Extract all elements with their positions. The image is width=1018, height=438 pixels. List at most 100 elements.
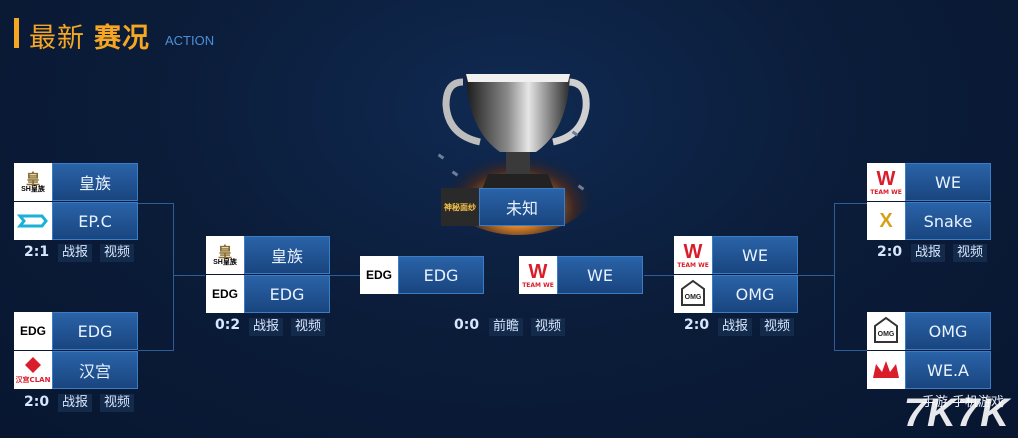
right-r1-m2-team1[interactable]: OMG OMG xyxy=(867,312,991,350)
section-title-part2: 赛况 xyxy=(94,23,150,54)
right-r1-m1-team2[interactable]: X Snake xyxy=(867,202,991,240)
crown-icon xyxy=(873,361,899,378)
bracket-line xyxy=(138,203,174,204)
match-score: 2:1 xyxy=(24,244,50,260)
edg-logo-text: EDG xyxy=(19,324,46,338)
bracket-line xyxy=(834,203,867,204)
watermark-logo: 7K7K xyxy=(903,391,1010,435)
sh-logo: 皇 SH皇族 xyxy=(206,236,244,274)
mystery-logo: 神秘面纱 xyxy=(441,188,479,226)
team-name: WE.A xyxy=(905,351,991,389)
report-button[interactable]: 战报 xyxy=(58,244,93,262)
team-name: 汉宫 xyxy=(52,351,138,389)
left-r2-team1[interactable]: 皇 SH皇族 皇族 xyxy=(206,236,330,274)
team-name: OMG xyxy=(712,275,798,313)
left-r1-m2-team2[interactable]: 汉宫CLAN 汉宫 xyxy=(14,351,138,389)
omg-logo-text: OMG xyxy=(685,294,702,301)
we-logo-text: TEAM WE xyxy=(522,281,554,289)
we-logo-mark: W xyxy=(876,167,896,190)
omg-logo-icon: OMG xyxy=(874,316,898,343)
team-name: EDG xyxy=(52,312,138,350)
final-team-right[interactable]: W TEAM WE WE xyxy=(519,256,643,294)
left-r1-m2-team1[interactable]: EDG EDG xyxy=(14,312,138,350)
team-name: WE xyxy=(557,256,643,294)
omg-logo-text: OMG xyxy=(878,331,895,338)
epc-logo-icon xyxy=(16,214,48,228)
bracket-line xyxy=(644,275,674,276)
right-r2-team2[interactable]: OMG OMG xyxy=(674,275,798,313)
final-team-left[interactable]: EDG EDG xyxy=(360,256,484,294)
bracket-line xyxy=(798,275,834,276)
right-r1-m2-team2[interactable]: WE.A xyxy=(867,351,991,389)
match-score: 2:0 xyxy=(24,394,50,410)
team-name: OMG xyxy=(905,312,991,350)
hangong-logo-icon xyxy=(25,357,41,373)
match-score: 0:2 xyxy=(215,317,241,333)
section-title-part1: 最新 xyxy=(29,23,85,54)
we-logo-mark: W xyxy=(528,260,548,283)
bracket-line xyxy=(834,203,835,351)
bracket-line xyxy=(834,350,867,351)
final-winner-name: 未知 xyxy=(479,188,565,226)
we-logo: W TEAM WE xyxy=(867,163,905,201)
final-winner-slot[interactable]: 神秘面纱 未知 xyxy=(441,188,565,226)
right-r2-team1[interactable]: W TEAM WE WE xyxy=(674,236,798,274)
final-score: 0:0 xyxy=(454,317,480,333)
we-logo-text: TEAM WE xyxy=(870,188,902,196)
video-button[interactable]: 视频 xyxy=(100,394,135,412)
team-name: EDG xyxy=(398,256,484,294)
bracket-line xyxy=(138,350,174,351)
team-name: 皇族 xyxy=(244,236,330,274)
left-r1-m1-team1[interactable]: 皇 SH皇族 皇族 xyxy=(14,163,138,201)
final-preview-button[interactable]: 前瞻 xyxy=(489,318,524,336)
omg-logo-icon: OMG xyxy=(681,279,705,306)
watermark-subtitle: 手游 手机游戏 xyxy=(921,395,1004,410)
we-logo: W TEAM WE xyxy=(519,256,557,294)
final-video-button[interactable]: 视频 xyxy=(531,318,566,336)
we-logo-mark: W xyxy=(683,240,703,263)
video-button[interactable]: 视频 xyxy=(953,244,988,262)
left-r1-m1-team2[interactable]: EP.C xyxy=(14,202,138,240)
omg-logo: OMG xyxy=(674,275,712,313)
team-name: EP.C xyxy=(52,202,138,240)
epc-logo xyxy=(14,202,52,240)
title-accent-bar xyxy=(14,18,19,48)
section-title-en: ACTION xyxy=(165,33,215,48)
bracket-line xyxy=(173,203,174,351)
video-button[interactable]: 视频 xyxy=(100,244,135,262)
hangong-logo-text: 汉宫CLAN xyxy=(15,376,51,384)
sh-logo-text: SH皇族 xyxy=(213,258,237,266)
sh-logo-mark: 皇 xyxy=(217,243,232,260)
team-name: 皇族 xyxy=(52,163,138,201)
bracket-line xyxy=(330,275,360,276)
omg-logo: OMG xyxy=(867,312,905,350)
video-button[interactable]: 视频 xyxy=(291,318,326,336)
match-score: 2:0 xyxy=(877,244,903,260)
we-logo-text: TEAM WE xyxy=(677,261,709,269)
hangong-logo: 汉宫CLAN xyxy=(14,351,52,389)
edg-logo: EDG xyxy=(14,312,52,350)
report-button[interactable]: 战报 xyxy=(58,394,93,412)
team-name: Snake xyxy=(905,202,991,240)
report-button[interactable]: 战报 xyxy=(718,318,753,336)
video-button[interactable]: 视频 xyxy=(760,318,795,336)
team-name: EDG xyxy=(244,275,330,313)
edg-logo-text: EDG xyxy=(365,268,392,282)
edg-logo-text: EDG xyxy=(211,287,238,301)
sh-logo: 皇 SH皇族 xyxy=(14,163,52,201)
right-r1-m1-team1[interactable]: W TEAM WE WE xyxy=(867,163,991,201)
bracket-line xyxy=(173,275,205,276)
we-logo: W TEAM WE xyxy=(674,236,712,274)
wea-logo xyxy=(867,351,905,389)
match-score: 2:0 xyxy=(684,317,710,333)
snake-logo: X xyxy=(867,202,905,240)
left-r2-team2[interactable]: EDG EDG xyxy=(206,275,330,313)
edg-logo: EDG xyxy=(360,256,398,294)
snake-logo-mark: X xyxy=(879,209,893,232)
report-button[interactable]: 战报 xyxy=(249,318,284,336)
report-button[interactable]: 战报 xyxy=(911,244,946,262)
edg-logo: EDG xyxy=(206,275,244,313)
team-name: WE xyxy=(905,163,991,201)
sh-logo-text: SH皇族 xyxy=(21,185,45,193)
sh-logo-mark: 皇 xyxy=(25,170,40,187)
